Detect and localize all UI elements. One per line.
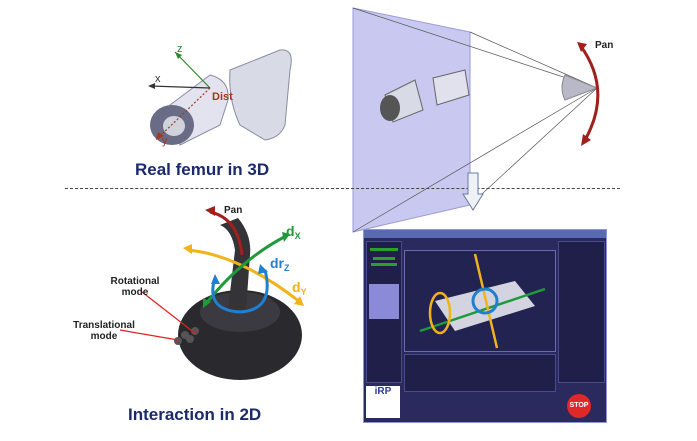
app-titlebar: [364, 230, 606, 238]
left-panel: [366, 241, 402, 383]
projection-plane: [352, 7, 471, 233]
svg-text:dY: dY: [292, 279, 307, 297]
svg-text:drZ: drZ: [270, 255, 290, 273]
translational-mode-label: Translational mode: [73, 320, 135, 342]
x-axis: [149, 85, 211, 89]
svg-text:Dist: Dist: [212, 91, 233, 103]
down-arrow-icon: [462, 172, 484, 211]
joystick-figure: Pan dY dX drZ: [119, 205, 307, 380]
svg-text:Pan: Pan: [224, 205, 242, 216]
svg-text:Pan: Pan: [595, 40, 613, 51]
svg-text:y: y: [162, 135, 168, 147]
section-divider: [65, 188, 620, 189]
svg-text:z: z: [177, 43, 183, 55]
rotational-mode-label: Rotational mode: [110, 276, 160, 298]
control-panel: [404, 354, 556, 392]
drz-arrow: [211, 269, 269, 314]
femur-distal-fragment: [229, 49, 292, 141]
camera-projection-figure: Pan: [352, 7, 613, 233]
irp-logo: iRP: [366, 386, 400, 418]
z-axis: [174, 51, 211, 89]
stop-button[interactable]: STOP: [567, 394, 591, 418]
projected-femur: [380, 69, 470, 123]
real-femur-title: Real femur in 3D: [135, 160, 270, 179]
y-axis: [157, 87, 211, 139]
interaction-title: Interaction in 2D: [128, 405, 262, 424]
svg-text:dX: dX: [286, 223, 301, 241]
svg-text:x: x: [155, 73, 161, 85]
right-panel: [558, 241, 605, 383]
3d-view[interactable]: [404, 250, 556, 352]
camera-pan-arrow: [578, 44, 600, 141]
app-screenshot: iRP STOP: [363, 229, 607, 423]
femur-3d-figure: z x y Dist: [148, 43, 292, 147]
camera-cone: [561, 74, 599, 101]
